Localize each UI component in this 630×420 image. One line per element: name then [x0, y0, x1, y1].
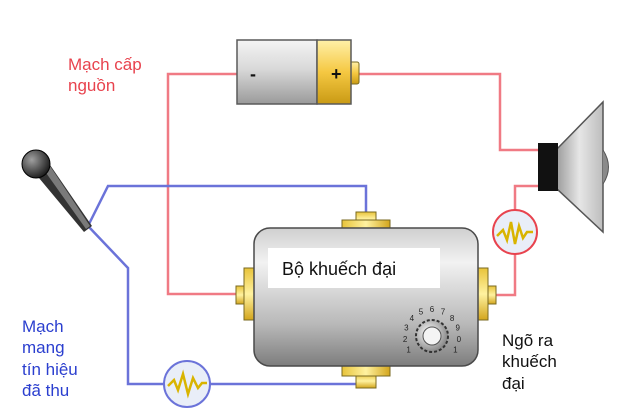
battery-minus-sign: - [250, 64, 256, 84]
dial-number: 1 [453, 346, 458, 355]
dial-number: 3 [404, 324, 409, 333]
dial-number: 1 [406, 346, 411, 355]
amplified-output-label: Ngõ ra khuếch đại [502, 331, 557, 393]
battery-plus-sign: + [331, 64, 342, 84]
power-circuit-label: Mạch cấp nguồn [68, 55, 142, 96]
dial-number: 6 [430, 305, 435, 314]
output-signal-meter [492, 209, 538, 255]
dial-number: 5 [419, 307, 424, 316]
amplifier [235, 211, 497, 389]
speaker-icon [538, 100, 609, 234]
dial-number: 7 [441, 307, 446, 316]
battery: - + [236, 39, 360, 105]
dial-number: 0 [457, 335, 462, 344]
power-circuit-wires [166, 72, 540, 297]
input-signal-meter [163, 360, 211, 408]
amplifier-label: Bộ khuếch đại [282, 259, 397, 279]
dial-number: 2 [403, 335, 408, 344]
dial-number: 9 [455, 324, 460, 333]
dial-number: 4 [410, 314, 415, 323]
dial-number: 8 [450, 314, 455, 323]
microphone-icon [21, 149, 92, 232]
signal-circuit-label: Mạch mang tín hiệu đã thu [22, 317, 78, 400]
